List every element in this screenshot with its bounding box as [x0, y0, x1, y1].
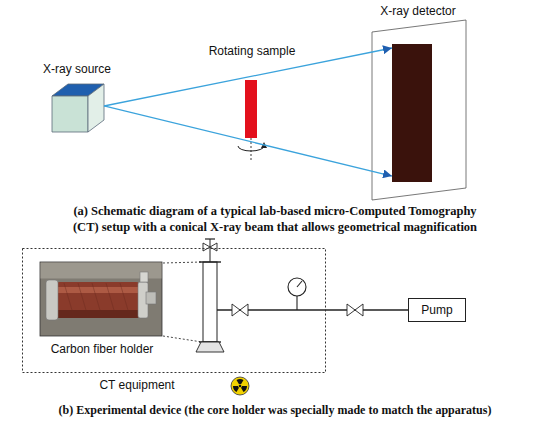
detector-panel [392, 44, 432, 182]
valve-stem [210, 239, 211, 262]
gauge-needle [297, 281, 302, 287]
node-label: Pump [409, 303, 465, 317]
node-shape [200, 44, 304, 156]
fiber-texture [78, 283, 88, 317]
radiation-symbol [231, 377, 249, 395]
core-holder-column [203, 262, 217, 342]
holder-fitting [146, 292, 156, 304]
fiber-texture [106, 283, 116, 317]
detector-plane [372, 20, 466, 200]
holder-shadow [56, 310, 140, 318]
node-label: X-ray source [20, 62, 134, 76]
trefoil-blade [233, 386, 239, 392]
source-front-face [52, 96, 88, 132]
fiber-texture [64, 283, 74, 317]
column-stand [196, 342, 224, 352]
node-label: Carbon fiber holder [40, 342, 164, 356]
trefoil-blade [241, 386, 247, 392]
xray-source: X-ray source [50, 62, 104, 140]
pressure-gauge [288, 278, 306, 296]
trefoil-center [239, 385, 242, 388]
figure-caption: (b) Experimental device (the core holder… [0, 403, 550, 418]
valve-symbol [240, 304, 248, 316]
node-label: CT equipment [82, 378, 192, 392]
leader-line [163, 336, 202, 342]
node-shape [392, 4, 468, 200]
radiation-disc [231, 377, 249, 395]
fiber-texture [120, 283, 130, 317]
xray-beam [104, 106, 392, 176]
valve-symbol [347, 304, 355, 316]
trefoil-blade [237, 379, 244, 384]
gauge-stem [296, 296, 297, 310]
photo-background [40, 262, 162, 336]
node-label: X-ray detector [358, 4, 478, 18]
holder-end-cap [46, 280, 58, 320]
rotating-sample: Rotating sample [200, 44, 304, 156]
valve-symbol [355, 304, 363, 316]
column-cap [199, 261, 221, 262]
rotation-arrow [238, 146, 264, 151]
holder-highlight [56, 287, 140, 293]
holder-fitting [140, 272, 148, 282]
valve-symbol [203, 243, 210, 251]
ct-equipment-boundary: CT equipment Carbon fiber holder [22, 248, 326, 398]
figure-caption: (a) Schematic diagram of a typical lab-b… [40, 203, 510, 235]
valve-symbol [210, 243, 217, 251]
pipe-line [326, 309, 408, 310]
xray-detector: X-ray detector [392, 4, 468, 200]
sample-bar [245, 80, 257, 138]
carbon-fiber-holder: Carbon fiber holder [40, 262, 164, 358]
fiber-texture [92, 283, 102, 317]
holder-body [56, 282, 140, 318]
valve-symbol [232, 304, 240, 316]
rotation-axis [251, 138, 252, 162]
equipment-boundary [23, 249, 326, 373]
valve-handle [205, 238, 215, 239]
xray-beam [104, 48, 392, 106]
node-label: Rotating sample [200, 44, 304, 58]
leader-line [163, 262, 202, 263]
rotation-arrowhead [261, 142, 267, 148]
pump-box: Pump [408, 298, 466, 322]
source-side-face [88, 84, 104, 132]
